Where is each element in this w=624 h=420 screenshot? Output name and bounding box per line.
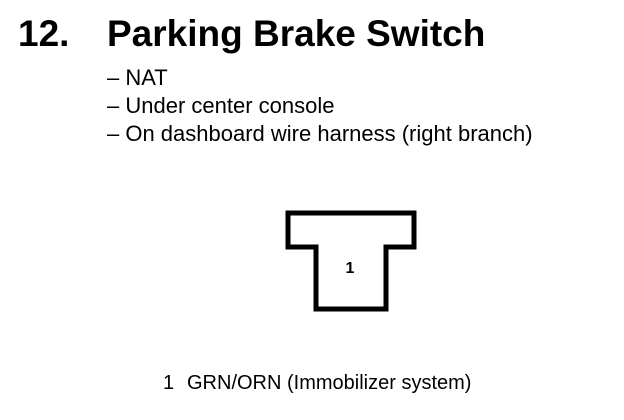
location-notes: – NAT – Under center console – On dashbo… [107,64,533,148]
connector-pin-label: 1 [346,260,355,277]
section-number: 12. [18,13,70,54]
section-heading: 12. Parking Brake Switch [18,12,485,56]
note-item: – Under center console [107,93,335,118]
connector-diagram: 1 [285,210,417,312]
pin-legend: 1 GRN/ORN (Immobilizer system) [163,370,471,396]
connector-outline [285,210,417,312]
legend-wire-description: GRN/ORN (Immobilizer system) [187,372,472,394]
legend-pin-number: 1 [163,372,175,394]
note-item: – NAT [107,65,168,90]
note-item: – On dashboard wire harness (right branc… [107,121,533,146]
section-title: Parking Brake Switch [107,13,486,54]
